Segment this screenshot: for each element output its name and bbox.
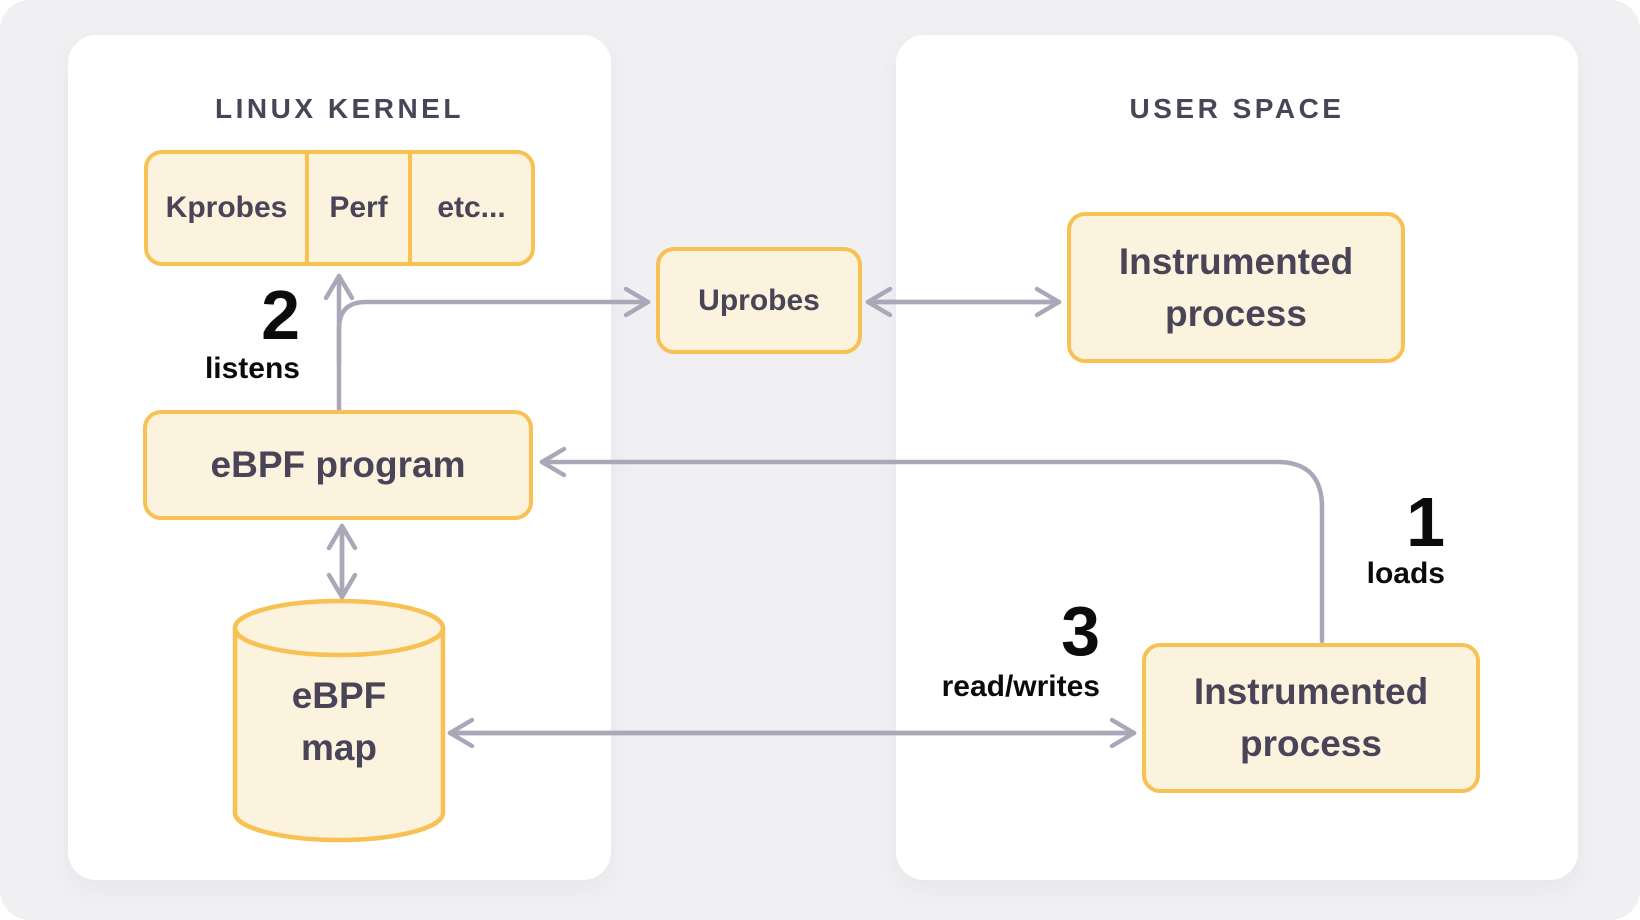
step-1-label: loads bbox=[1366, 557, 1445, 590]
step-3-number: 3 bbox=[1061, 592, 1100, 670]
ebpf-map-label: eBPF map bbox=[291, 675, 387, 768]
arrow-loads-process-to-program bbox=[539, 446, 1325, 644]
probe-sources-box: Kprobes Perf etc... bbox=[144, 150, 535, 266]
uprobes-box: Uprobes bbox=[656, 247, 862, 354]
arrow-branch-to-uprobes bbox=[336, 286, 651, 365]
step-2-label: listens bbox=[204, 352, 300, 385]
step-2-number: 2 bbox=[261, 276, 300, 354]
etc-cell: etc... bbox=[408, 154, 531, 262]
linux-kernel-title: LINUX KERNEL bbox=[215, 93, 464, 124]
perf-cell: Perf bbox=[305, 154, 408, 262]
instrumented-process-bottom-box: Instrumented process bbox=[1142, 643, 1480, 793]
kprobes-cell: Kprobes bbox=[165, 191, 288, 224]
user-space-title: USER SPACE bbox=[1129, 93, 1345, 124]
step-3-label: read/writes bbox=[941, 670, 1100, 703]
ebpf-program-box: eBPF program bbox=[143, 410, 533, 520]
instrumented-process-top-box: Instrumented process bbox=[1067, 212, 1405, 363]
ebpf-map-cylinder bbox=[232, 598, 446, 843]
step-1-number: 1 bbox=[1406, 483, 1445, 561]
